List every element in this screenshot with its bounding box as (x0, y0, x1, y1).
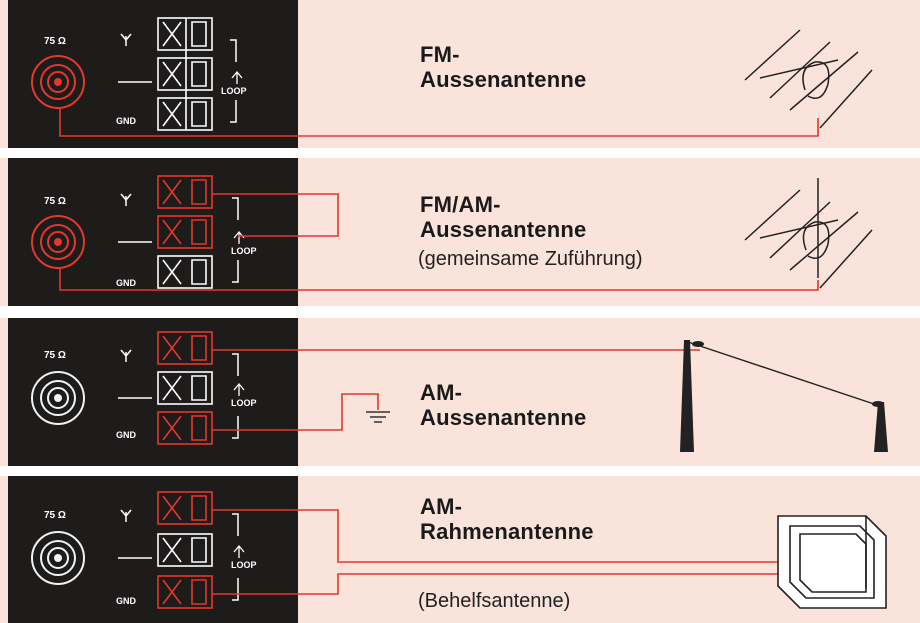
frame-wire-bottom (212, 573, 780, 595)
title-line1: FM/AM- (420, 192, 501, 217)
fm-am-antenna-icon (744, 178, 873, 289)
wiring-diagram (31, 331, 888, 452)
loop-bracket (230, 39, 237, 123)
row-subtitle: (Behelfsantenne) (418, 590, 571, 612)
title-line1: AM- (420, 380, 463, 405)
ohm-label: 75 Ω (44, 510, 66, 521)
row-fm-am-outdoor: 75 Ω GND LOOP (0, 158, 920, 306)
coax-connector (31, 215, 85, 269)
gnd-label: GND (116, 116, 136, 126)
row-fm-outdoor: 75 Ω GND LOOP FM- Aussenantenne (0, 0, 920, 148)
terminal-block (157, 175, 213, 289)
loop-bracket (232, 353, 239, 439)
antenna-symbol-icon (120, 349, 132, 362)
receiver-terminal-panel (8, 0, 298, 148)
receiver-terminal-panel (8, 476, 298, 623)
loop-label: LOOP (231, 246, 257, 256)
terminal-block (157, 17, 213, 131)
frame-wire-top (212, 509, 780, 563)
feed-wire (59, 268, 819, 291)
title-line2: Aussenantenne (420, 67, 587, 92)
row-am-outdoor: 75 Ω GND LOOP (0, 318, 920, 466)
title-line2: Rahmenantenne (420, 519, 594, 544)
ohm-label: 75 Ω (44, 36, 66, 47)
wiring-diagram (31, 175, 873, 291)
loop-arrow-icon (231, 70, 243, 84)
loop-arrow-icon (233, 382, 245, 396)
ohm-label: 75 Ω (44, 350, 66, 361)
long-wire-antenna-icon (680, 340, 888, 452)
loop-bracket (232, 197, 239, 283)
title-line2: Aussenantenne (420, 405, 587, 430)
antenna-symbol-icon (120, 33, 132, 46)
ohm-label: 75 Ω (44, 196, 66, 207)
loop-arrow-icon (233, 230, 245, 244)
gnd-label: GND (116, 430, 136, 440)
row-subtitle: (gemeinsame Zuführung) (418, 248, 643, 270)
gnd-label: GND (116, 596, 136, 606)
loop-arrow-icon (233, 544, 245, 558)
terminal-block (157, 331, 213, 445)
title-line1: AM- (420, 494, 463, 519)
ground-symbol-icon (366, 411, 390, 423)
row-am-loop-frame: 75 Ω GND LOOP (0, 476, 920, 623)
coax-connector (31, 531, 85, 585)
feed-wire (59, 108, 819, 137)
jumper-wire (212, 193, 339, 237)
row-title: AM- Rahmenantenne (420, 494, 594, 544)
coax-connector (31, 55, 85, 109)
loop-label: LOOP (231, 560, 257, 570)
loop-bracket (232, 513, 239, 601)
antenna-symbol-icon (120, 509, 132, 522)
antenna-symbol-icon (120, 193, 132, 206)
title-line1: FM- (420, 42, 460, 67)
wiring-diagram (31, 491, 887, 609)
coax-connector (31, 371, 85, 425)
wiring-diagram (31, 17, 873, 137)
loop-label: LOOP (231, 398, 257, 408)
loop-label: LOOP (221, 86, 247, 96)
row-title: FM- Aussenantenne (420, 42, 586, 92)
gnd-label: GND (116, 278, 136, 288)
fm-antenna-icon (744, 29, 873, 129)
receiver-terminal-panel (8, 318, 298, 466)
title-line2: Aussenantenne (420, 217, 587, 242)
loop-frame-antenna-icon (777, 515, 887, 609)
row-title: FM/AM- Aussenantenne (420, 192, 586, 242)
terminal-block (157, 491, 213, 609)
ground-wire (212, 393, 379, 431)
row-title: AM- Aussenantenne (420, 380, 586, 430)
